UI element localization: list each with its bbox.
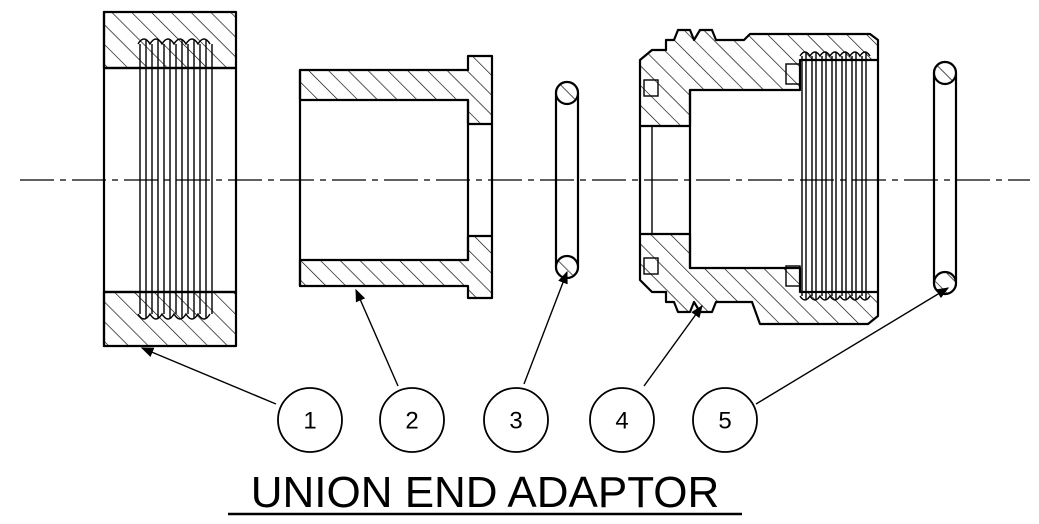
leader-lines	[140, 270, 950, 405]
drawing-title: UNION END ADAPTOR	[251, 468, 720, 517]
balloon-1: 1	[277, 387, 343, 453]
balloon-2-label: 2	[405, 408, 418, 435]
part-5-o-ring	[932, 60, 958, 296]
balloon-3: 3	[483, 387, 549, 453]
part-4-union-body	[638, 28, 880, 326]
balloon-4-label: 4	[615, 408, 628, 435]
part-1-union-nut	[102, 10, 238, 348]
balloon-3-label: 3	[509, 408, 522, 435]
balloon-5: 5	[692, 387, 758, 453]
balloon-2: 2	[379, 387, 445, 453]
balloon-1-label: 1	[303, 408, 316, 435]
part-3-o-ring	[554, 80, 580, 280]
balloon-5-label: 5	[718, 408, 731, 435]
balloon-4: 4	[589, 387, 655, 453]
part-2-tail-piece	[298, 54, 494, 300]
